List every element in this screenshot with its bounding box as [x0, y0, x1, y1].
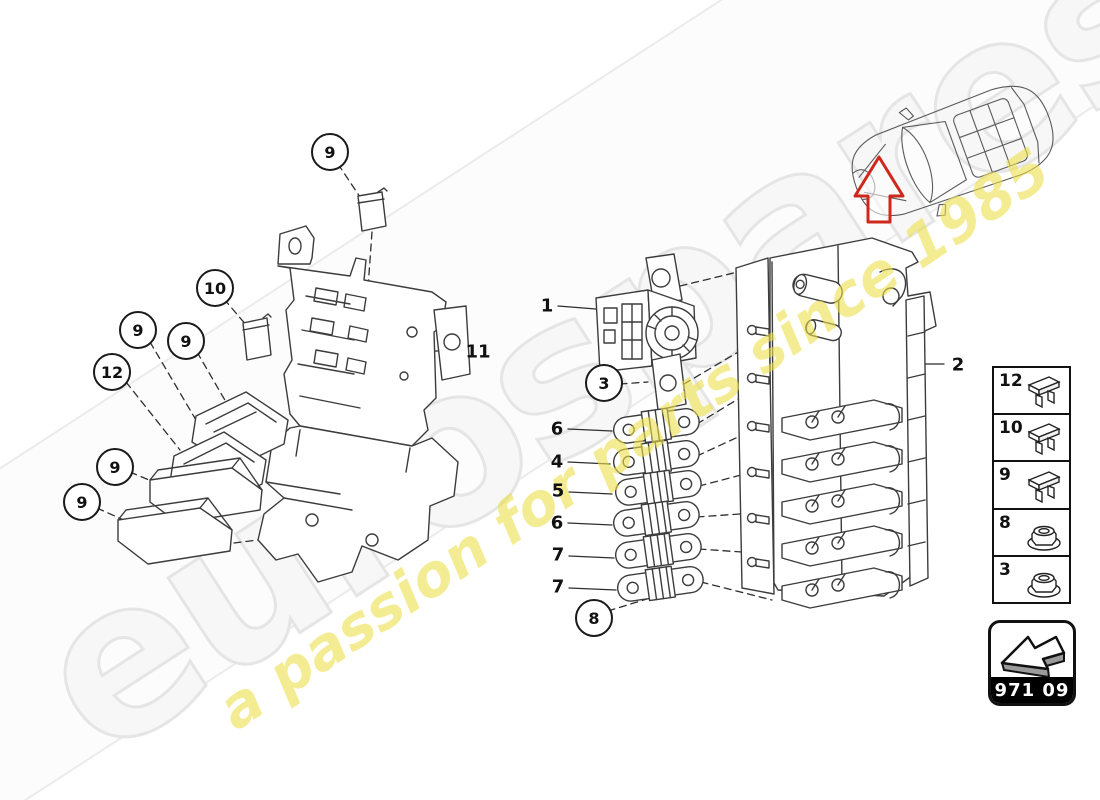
- legend-row-9: 9: [994, 462, 1069, 510]
- flange-nut-icon: [1027, 572, 1061, 598]
- legend-label-10: 10: [999, 418, 1023, 439]
- callout-7-fuse-2: 7: [551, 576, 565, 598]
- relay-drawing: [595, 253, 699, 411]
- legend-table: 12 10 9: [992, 366, 1071, 604]
- callout-1-relay: 1: [540, 295, 554, 317]
- part-number-box: 971 09: [988, 620, 1076, 706]
- callout-10-cover: 10: [196, 269, 234, 307]
- cover-parts-drawing: [117, 187, 388, 565]
- legend-row-8: 8: [994, 510, 1069, 557]
- callout-6-fuse-2: 6: [550, 512, 564, 534]
- location-arrow-icon: [853, 155, 905, 224]
- blade-fuse-icon: [1027, 470, 1061, 503]
- legend-row-3: 3: [994, 557, 1069, 602]
- callout-8-nut: 8: [575, 599, 613, 637]
- part-direction-icon: [991, 623, 1073, 677]
- bracket-drawing: [257, 225, 471, 583]
- callout-9-box-b: 9: [63, 483, 101, 521]
- callout-9-channel-b: 9: [167, 322, 205, 360]
- legend-row-12: 12: [994, 368, 1069, 416]
- callout-11-bracket: 11: [465, 341, 491, 363]
- callout-12-cover: 12: [93, 353, 131, 391]
- blade-fuse-icon: [1027, 423, 1061, 456]
- legend-row-10: 10: [994, 415, 1069, 463]
- callout-7-fuse-1: 7: [551, 544, 565, 566]
- callout-9-box-a: 9: [96, 448, 134, 486]
- callout-4-fuse: 4: [550, 451, 564, 473]
- callout-6-fuse-1: 6: [550, 418, 564, 440]
- legend-label-3: 3: [999, 559, 1011, 580]
- callout-9-cover-top: 9: [311, 133, 349, 171]
- flange-nut-icon: [1027, 525, 1061, 551]
- legend-label-9: 9: [999, 465, 1011, 486]
- callout-9-channel-a: 9: [119, 311, 157, 349]
- callout-3-nut: 3: [585, 364, 623, 402]
- callout-2-fusebox: 2: [951, 354, 965, 376]
- part-number-text: 971 09: [991, 677, 1073, 703]
- blade-fuse-icon: [1027, 376, 1061, 409]
- legend-label-12: 12: [999, 371, 1023, 391]
- legend-label-8: 8: [999, 512, 1011, 533]
- callout-5-fuse: 5: [551, 480, 565, 502]
- fusebox-drawing: [735, 237, 937, 609]
